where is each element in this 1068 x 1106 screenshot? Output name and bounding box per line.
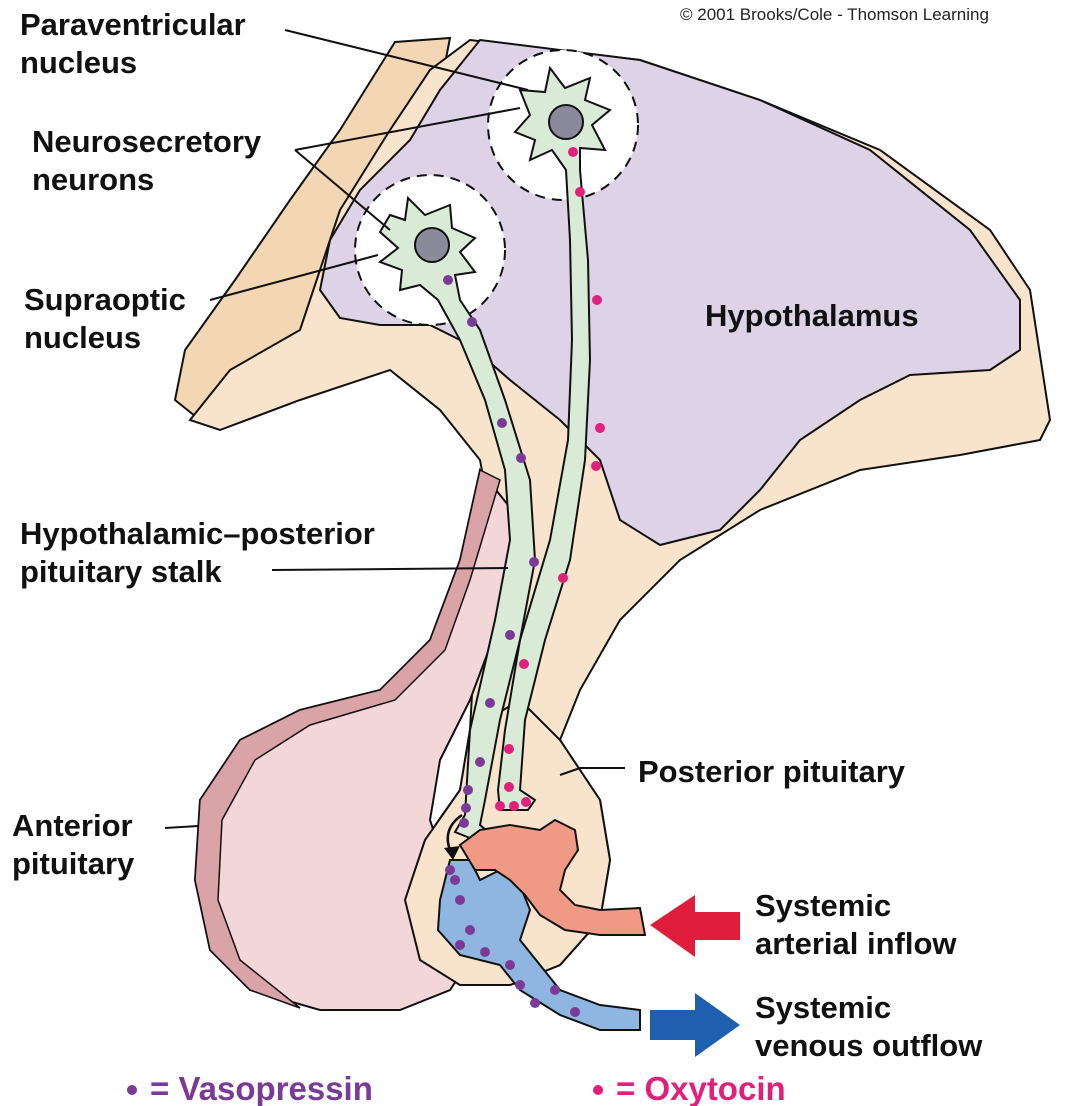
stalk-label-line1: Hypothalamic–posterior	[20, 516, 375, 551]
anterior-pituitary-leader	[165, 826, 198, 828]
vasopressin-legend-dot	[127, 1085, 137, 1095]
anterior-pituitary-label-line1: Anterior	[12, 808, 133, 843]
posterior-pituitary-label: Posterior pituitary	[638, 754, 906, 789]
vasopressin-legend-text: = Vasopressin	[150, 1070, 373, 1106]
anterior-pituitary-label-line2: pituitary	[12, 846, 135, 881]
neurosecretory-label-line1: Neurosecretory	[32, 124, 262, 159]
supraoptic-nucleus-dot	[415, 228, 449, 262]
paraventricular-nucleus-dot	[549, 105, 583, 139]
stalk-label-line2: pituitary stalk	[20, 554, 222, 589]
supraoptic-label-line2: nucleus	[24, 320, 141, 355]
venous-outflow-arrow	[650, 993, 740, 1057]
hypothalamus-label: Hypothalamus	[705, 298, 919, 333]
venous-label-line1: Systemic	[755, 990, 891, 1025]
paraventricular-label-line2: nucleus	[20, 45, 137, 80]
arterial-label-line1: Systemic	[755, 888, 891, 923]
paraventricular-label-line1: Paraventricular	[20, 7, 246, 42]
copyright-text: © 2001 Brooks/Cole - Thomson Learning	[680, 5, 989, 24]
oxytocin-legend-text: = Oxytocin	[616, 1070, 786, 1106]
arterial-inflow-arrow	[650, 895, 740, 957]
venous-label-line2: venous outflow	[755, 1028, 983, 1063]
oxytocin-legend-dot	[593, 1085, 603, 1095]
supraoptic-label-line1: Supraoptic	[24, 282, 186, 317]
arterial-label-line2: arterial inflow	[755, 926, 957, 961]
neurosecretory-label-line2: neurons	[32, 162, 154, 197]
